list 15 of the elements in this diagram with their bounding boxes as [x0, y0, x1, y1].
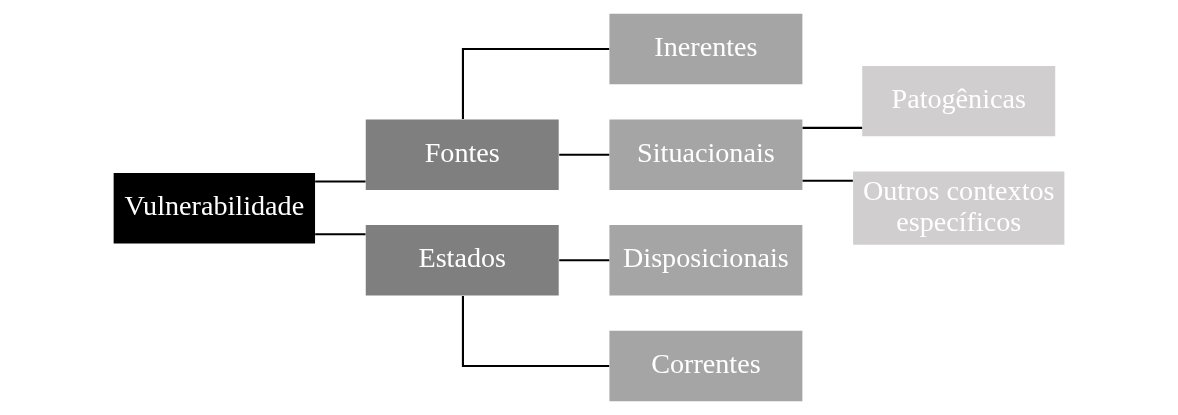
node-box: Correntes [609, 330, 803, 402]
connector [461, 48, 610, 119]
node-box: Fontes [365, 119, 559, 190]
node-box: Vulnerabilidade [113, 173, 316, 244]
node-box: Inerentes [609, 13, 803, 85]
connector [559, 259, 610, 262]
node-box: Estados [365, 225, 559, 296]
connector [315, 233, 366, 236]
connector [461, 296, 610, 367]
node-box: Disposicionais [609, 225, 803, 296]
connector [559, 153, 610, 156]
connector [802, 179, 853, 182]
connector [315, 180, 366, 183]
connector [802, 126, 863, 129]
node-box: Situacionais [609, 119, 803, 190]
